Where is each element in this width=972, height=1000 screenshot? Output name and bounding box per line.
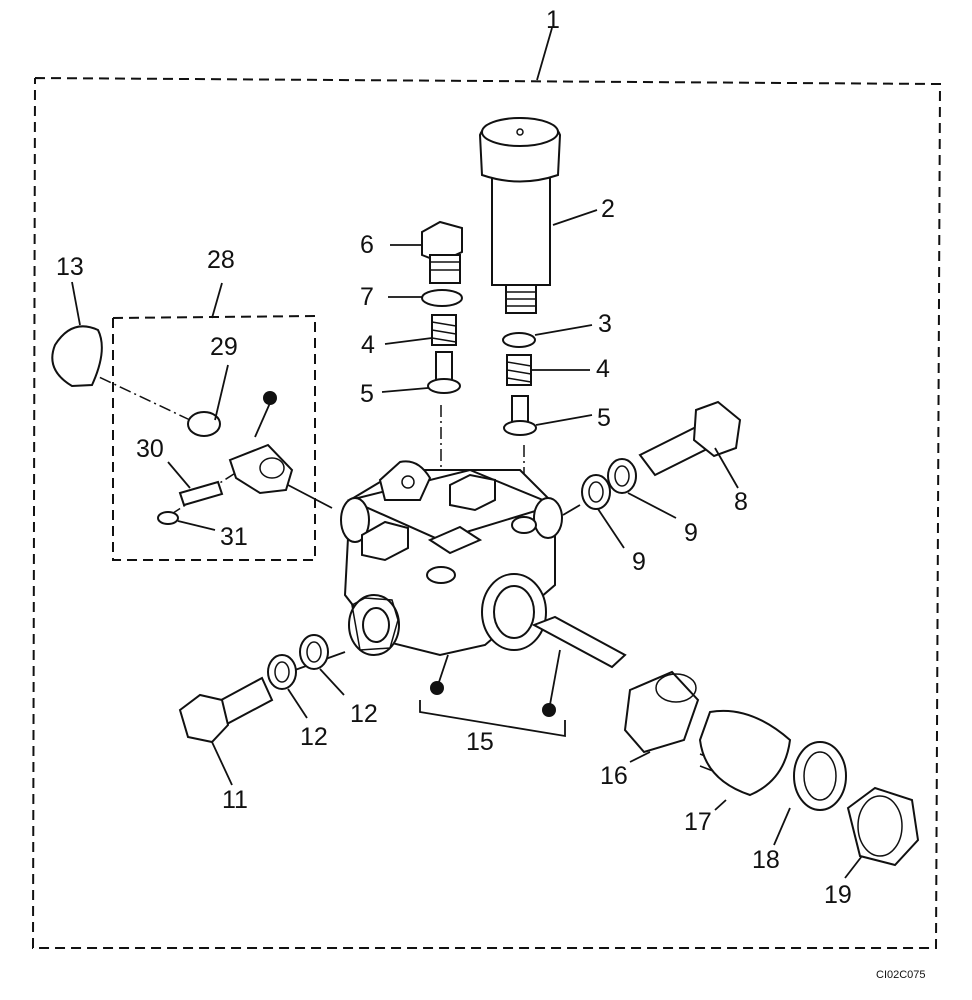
callout-16: 16 — [600, 762, 628, 790]
callout-18: 18 — [752, 846, 780, 874]
callout-7: 7 — [360, 283, 374, 311]
callout-3: 3 — [598, 310, 612, 338]
callout-30: 30 — [136, 435, 164, 463]
callout-12: 12 — [350, 700, 378, 728]
bracket-15 — [419, 615, 627, 738]
callout-5: 5 — [597, 404, 611, 432]
washers-12 — [267, 634, 345, 719]
callout-31: 31 — [220, 523, 248, 551]
springs-4 — [384, 314, 590, 386]
callout-9: 9 — [684, 519, 698, 547]
figure-code: CI02C075 — [876, 969, 926, 981]
callout-9: 9 — [632, 548, 646, 576]
cap-nut-19 — [844, 786, 920, 879]
sleeve-16 — [623, 670, 700, 763]
sub-assembly-boundary — [112, 282, 316, 561]
callout-6: 6 — [360, 231, 374, 259]
valves-5 — [381, 351, 593, 436]
callout-4: 4 — [361, 331, 375, 359]
banjo-bolt-8 — [638, 400, 742, 489]
snap-ring-13 — [51, 281, 103, 388]
callout-11: 11 — [222, 786, 248, 814]
callout-8: 8 — [734, 488, 748, 516]
callout-13: 13 — [56, 253, 84, 281]
banjo-bolt-11 — [178, 676, 274, 786]
callout-12: 12 — [300, 723, 328, 751]
callout-5: 5 — [360, 380, 374, 408]
callout-15: 15 — [466, 728, 494, 756]
callout-1: 1 — [546, 6, 560, 34]
washer-18 — [773, 741, 847, 846]
callout-29: 29 — [210, 333, 238, 361]
washers-9 — [581, 458, 677, 549]
assembly-boundary — [31, 27, 942, 949]
callout-4: 4 — [596, 355, 610, 383]
plug-6 — [390, 220, 463, 284]
priming-pump — [478, 116, 598, 314]
callout-2: 2 — [601, 195, 615, 223]
callout-28: 28 — [207, 246, 235, 274]
lever-assembly — [157, 364, 294, 531]
o-rings — [388, 289, 593, 348]
callout-19: 19 — [824, 881, 852, 909]
pump-body — [340, 460, 563, 657]
callout-labels: 1 2 3 4 4 5 5 6 7 8 9 9 11 12 12 13 15 1… — [56, 6, 852, 909]
callout-17: 17 — [684, 808, 712, 836]
spring-17 — [698, 709, 792, 811]
